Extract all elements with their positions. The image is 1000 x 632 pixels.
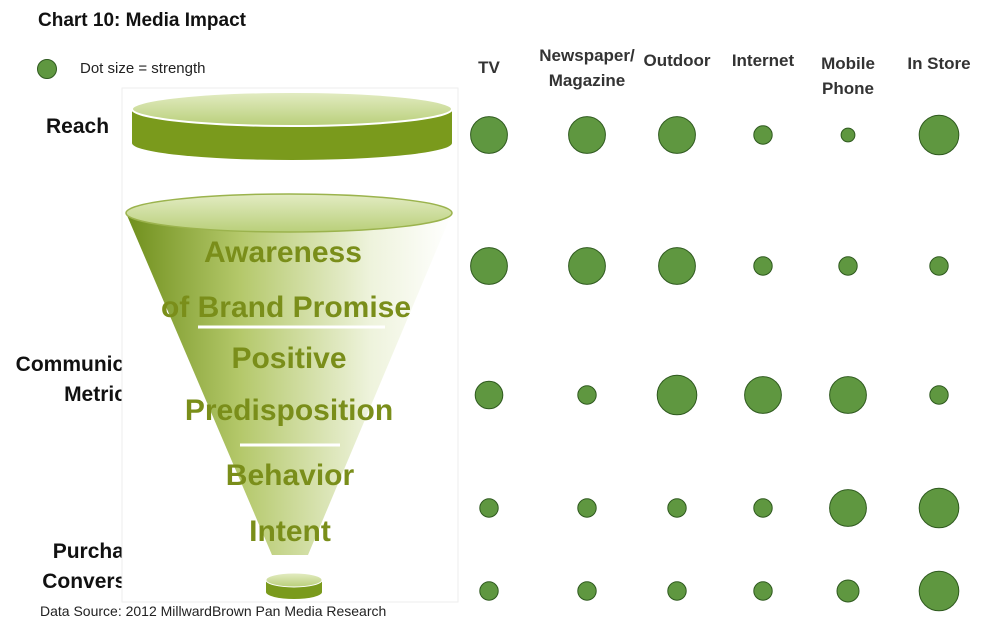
strength-dot [753,125,773,145]
strength-dot [918,487,960,529]
strength-dot [577,581,597,601]
legend-dot [37,59,57,79]
funnel: Awareness of Brand Promise Positive Pred… [125,193,453,555]
strength-dot [918,114,960,156]
strength-dot [753,256,773,276]
stage-behavior-line1: Behavior [226,459,355,492]
column-header: Newspaper/Magazine [532,43,642,93]
stage-awareness-line2: of Brand Promise [161,291,411,324]
strength-dot [577,498,597,518]
column-header-line: TV [478,58,500,77]
stage-positive-line1: Positive [231,342,346,375]
column-header-line: Phone [822,79,874,98]
strength-dot [470,247,508,285]
column-header: In Store [884,51,994,76]
strength-dot [568,247,606,285]
strength-dot [829,376,867,414]
strength-dot [929,256,949,276]
strength-dot [658,247,696,285]
strength-dot [656,374,698,416]
strength-dot [474,380,504,410]
reach-disc [131,91,453,160]
strength-dot [667,581,687,601]
column-header: Internet [708,48,818,73]
stage-awareness-line1: Awareness [204,236,362,269]
strength-dot [753,498,773,518]
strength-dot [929,385,949,405]
chart-title: Chart 10: Media Impact [38,10,246,31]
strength-dot [753,581,773,601]
column-header-line: In Store [907,54,971,73]
stage-behavior-line2: Intent [249,515,331,548]
column-header-line: Outdoor [643,51,711,70]
strength-dot [836,579,860,603]
strength-dot [918,570,960,612]
row-label-line: Metric [64,383,126,406]
strength-dot [829,489,867,527]
column-header-line: Mobile [821,54,875,73]
column-header-line: Magazine [548,71,626,90]
strength-dot [479,581,499,601]
strength-dot [470,116,508,154]
conversion-disc [265,572,323,599]
stage-positive-line2: Predisposition [185,394,393,427]
legend-label: Dot size = strength [80,60,206,77]
column-header: TV [434,55,544,80]
strength-dot [479,498,499,518]
column-header-line: Newspaper/ [539,46,635,65]
dot-matrix [470,114,960,612]
strength-dot [577,385,597,405]
strength-dot [568,116,606,154]
strength-dot [667,498,687,518]
row-label-reach: Reach [45,115,110,138]
column-header: Outdoor [622,48,732,73]
data-source: Data Source: 2012 MillwardBrown Pan Medi… [40,603,387,619]
strength-dot [840,127,856,143]
column-header-line: Internet [731,51,795,70]
strength-dot [658,116,696,154]
strength-dot [744,376,782,414]
strength-dot [838,256,858,276]
